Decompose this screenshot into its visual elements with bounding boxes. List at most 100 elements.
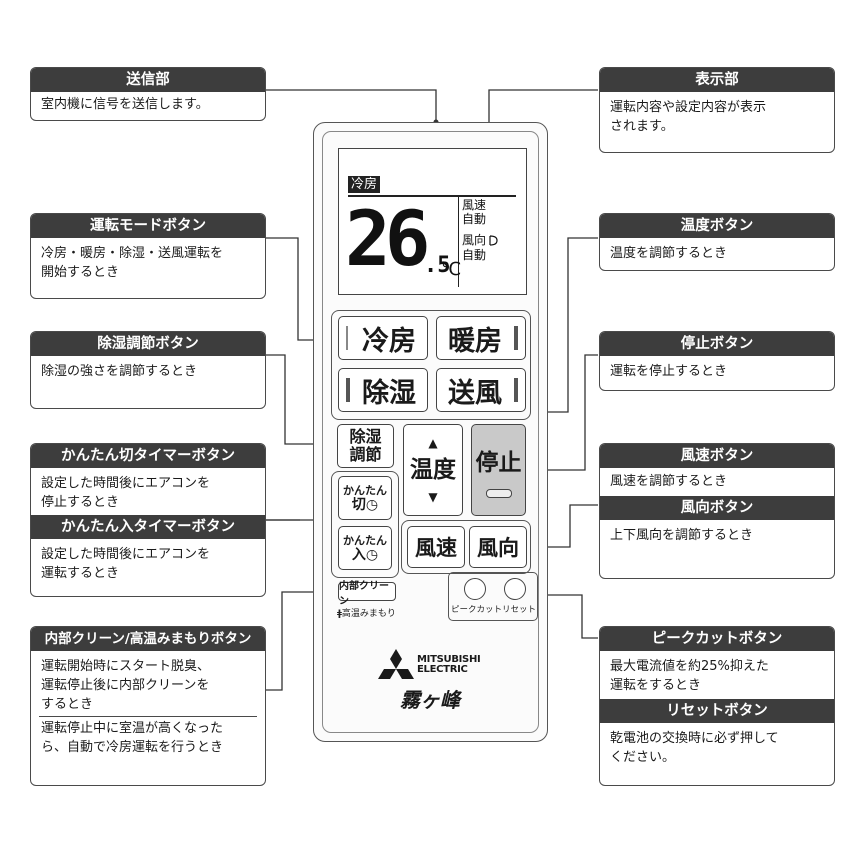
heat-button-label: 暖房 bbox=[448, 325, 502, 357]
callout-peak-reset: ピークカットボタン 最大電流値を約25%抑えた 運転をするとき リセットボタン … bbox=[599, 626, 835, 786]
brand-name-1: MITSUBISHI bbox=[417, 654, 481, 665]
temperature-button[interactable]: ▲ 温度 ▼ bbox=[403, 424, 463, 516]
brand-name: MITSUBISHI ELECTRIC bbox=[417, 654, 481, 675]
fan-mode-button-label: 送風 bbox=[448, 377, 502, 409]
swing-icon bbox=[489, 235, 498, 246]
line-clean bbox=[266, 591, 336, 691]
temp-up-icon[interactable]: ▲ bbox=[428, 436, 438, 450]
callout-temp: 温度ボタン 温度を調節するとき bbox=[599, 213, 835, 271]
stop-button-label: 停止 bbox=[475, 449, 522, 476]
internal-clean-button[interactable]: 内部クリーン bbox=[338, 581, 396, 607]
callout-timer-off-desc2: 停止するとき bbox=[41, 495, 120, 510]
callout-timer-on-title: かんたん入タイマーボタン bbox=[31, 515, 265, 539]
clock-icon: ◷ bbox=[365, 497, 379, 513]
fan-button-group bbox=[401, 520, 531, 574]
callout-transmit: 送信部 室内機に信号を送信します。 bbox=[30, 67, 266, 121]
timer-off-label-2: 切 bbox=[351, 497, 366, 513]
timer-on-label-2: 入 bbox=[351, 547, 366, 563]
lcd-display bbox=[338, 148, 527, 295]
lcd-dir-value: 自動 bbox=[462, 248, 487, 262]
callout-fan-dir-title: 風向ボタン bbox=[600, 496, 834, 520]
internal-clean-label: 内部クリーン bbox=[339, 580, 389, 607]
timer-off-button[interactable]: かんたん 切◷ bbox=[338, 476, 392, 520]
lcd-fan-value: 自動 bbox=[462, 212, 487, 226]
stop-indicator-icon bbox=[485, 488, 512, 498]
callout-dehum-desc: 除湿の強さを調節するとき bbox=[41, 364, 198, 379]
timer-on-label-1: かんたん bbox=[343, 534, 387, 547]
callout-reset-title: リセットボタン bbox=[600, 699, 834, 723]
cool-button[interactable]: 冷房 bbox=[338, 316, 428, 360]
callout-peak-desc2: 運転をするとき bbox=[610, 678, 702, 693]
mode-button-group bbox=[331, 310, 531, 420]
fan-direction-button[interactable]: 風向 bbox=[469, 526, 527, 568]
callout-timer-off-title: かんたん切タイマーボタン bbox=[31, 444, 265, 468]
dehum-button[interactable]: 除湿 bbox=[338, 368, 428, 412]
lcd-dir-label: 風向 bbox=[462, 233, 487, 247]
dehum-adjust-label-1: 除湿 bbox=[349, 427, 382, 446]
fan-speed-button[interactable]: 風速 bbox=[407, 526, 465, 568]
product-logo: 霧ヶ峰 bbox=[400, 688, 460, 712]
callout-fan-speed-desc: 風速を調節するとき bbox=[610, 474, 728, 489]
dehum-adjust-button[interactable]: 除湿 調節 bbox=[337, 424, 394, 468]
callout-temp-title: 温度ボタン bbox=[600, 214, 834, 238]
cool-button-label: 冷房 bbox=[362, 325, 416, 357]
high-temp-watch-text: 高温みまもり bbox=[341, 609, 396, 619]
timer-button-group bbox=[331, 471, 399, 578]
callout-fan: 風速ボタン 風速を調節するとき 風向ボタン 上下風向を調節するとき bbox=[599, 443, 835, 579]
callout-temp-desc: 温度を調節するとき bbox=[610, 246, 728, 261]
peak-cut-button[interactable] bbox=[464, 578, 486, 600]
callout-display-title: 表示部 bbox=[600, 68, 834, 92]
lcd-temperature-decimal: .5 bbox=[424, 253, 451, 278]
lcd-divider bbox=[348, 195, 516, 197]
thermometer-icon: ǂ bbox=[337, 609, 342, 619]
callout-mode-title: 運転モードボタン bbox=[31, 214, 265, 238]
callout-reset-desc2: ください。 bbox=[610, 750, 676, 765]
reset-button[interactable] bbox=[504, 578, 526, 600]
callout-clean-desc1: 運転開始時にスタート脱臭、 bbox=[41, 659, 211, 674]
callout-timer-on-desc2: 運転するとき bbox=[41, 566, 120, 581]
callout-fan-speed-title: 風速ボタン bbox=[600, 444, 834, 468]
callout-peak-desc1: 最大電流値を約25%抑えた bbox=[610, 659, 769, 674]
fan-speed-button-label: 風速 bbox=[415, 536, 457, 560]
callout-mode-desc2: 開始するとき bbox=[41, 265, 120, 280]
timer-on-button[interactable]: かんたん 入◷ bbox=[338, 526, 392, 570]
callout-peak-title: ピークカットボタン bbox=[600, 627, 834, 651]
peak-reset-group bbox=[448, 572, 538, 621]
lcd-vdivider bbox=[458, 197, 459, 287]
line-transmit bbox=[265, 89, 437, 122]
mitsubishi-logo-icon bbox=[378, 649, 414, 679]
dehum-adjust-label-2: 調節 bbox=[349, 445, 382, 464]
callout-timer-on-desc1: 設定した時間後にエアコンを bbox=[41, 547, 211, 562]
callout-transmit-desc: 室内機に信号を送信します。 bbox=[41, 97, 209, 112]
lcd-mode: 冷房 bbox=[348, 176, 381, 193]
callout-reset-desc1: 乾電池の交換時に必ず押して bbox=[610, 731, 779, 746]
callout-transmit-title: 送信部 bbox=[31, 68, 265, 92]
callout-dehum: 除湿調節ボタン 除湿の強さを調節するとき bbox=[30, 331, 266, 409]
lcd-temperature: 26 bbox=[345, 194, 430, 283]
line-stop bbox=[525, 354, 598, 471]
lcd-fan-label: 風速 bbox=[462, 198, 487, 212]
callout-stop-title: 停止ボタン bbox=[600, 332, 834, 356]
callout-display: 表示部 運転内容や設定内容が表示 されます。 bbox=[599, 67, 835, 153]
stop-button[interactable]: 停止 bbox=[471, 424, 526, 516]
fan-mode-button[interactable]: 送風 bbox=[436, 368, 526, 412]
callout-mode: 運転モードボタン 冷房・暖房・除湿・送風運転を 開始するとき bbox=[30, 213, 266, 299]
callout-display-desc1: 運転内容や設定内容が表示 bbox=[610, 100, 767, 115]
temp-down-icon[interactable]: ▼ bbox=[428, 490, 438, 504]
peak-cut-label: ピークカット bbox=[451, 605, 503, 615]
callout-mode-desc1: 冷房・暖房・除湿・送風運転を bbox=[41, 246, 224, 261]
heat-button[interactable]: 暖房 bbox=[436, 316, 526, 360]
callout-clean-desc3: するとき bbox=[41, 697, 94, 712]
callout-clean-desc4: 運転停止中に室温が高くなった bbox=[41, 721, 224, 736]
callout-display-desc2: されます。 bbox=[610, 119, 674, 134]
fan-direction-button-label: 風向 bbox=[477, 536, 519, 560]
callout-timer-off-desc1: 設定した時間後にエアコンを bbox=[41, 476, 211, 491]
remote-inner-frame bbox=[322, 131, 539, 733]
lcd-temperature-unit: ℃ bbox=[441, 259, 462, 280]
reset-label: リセット bbox=[502, 605, 537, 615]
callout-timers: かんたん切タイマーボタン 設定した時間後にエアコンを 停止するとき かんたん入タ… bbox=[30, 443, 266, 597]
line-peak bbox=[536, 594, 598, 639]
line-dehum bbox=[266, 354, 337, 445]
callout-stop-desc: 運転を停止するとき bbox=[610, 364, 728, 379]
dehum-button-label: 除湿 bbox=[362, 377, 416, 409]
